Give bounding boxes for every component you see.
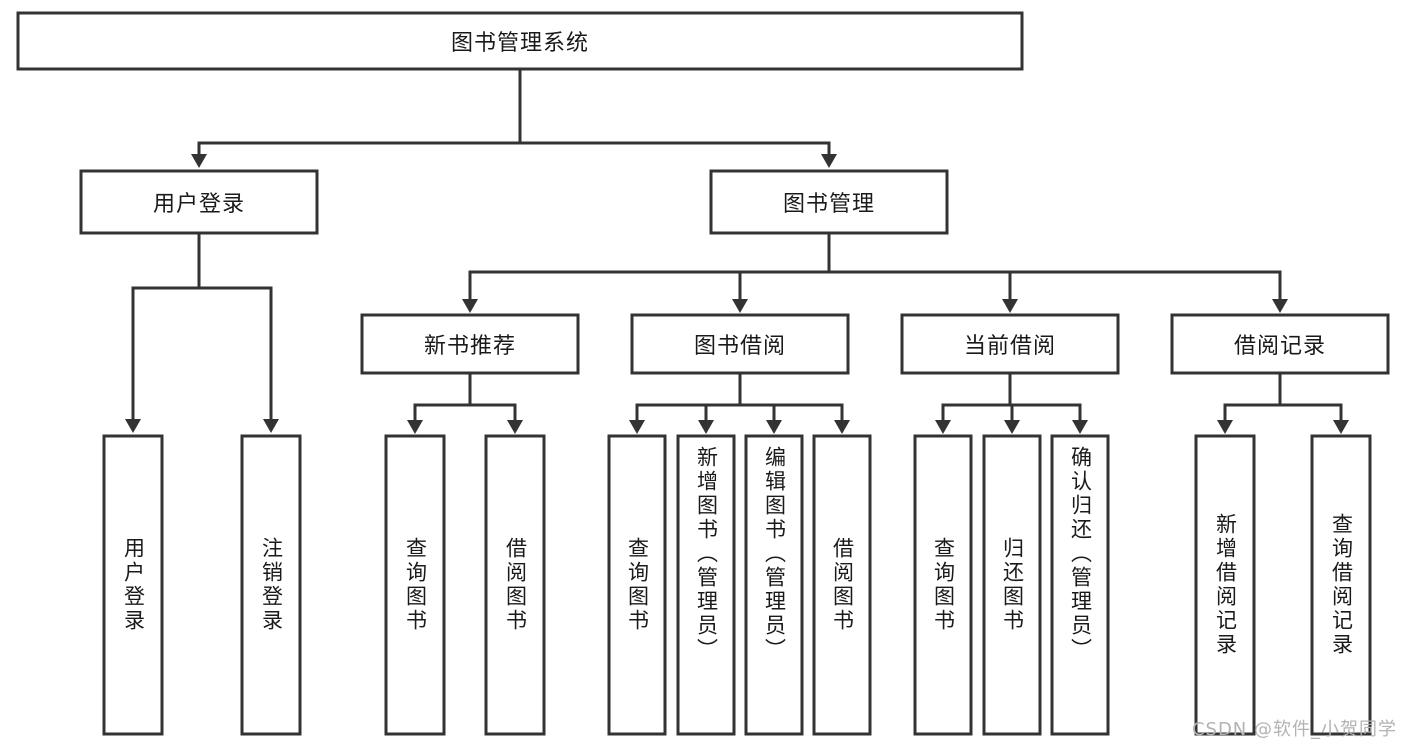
leaf-label-borrow-0: 查询图书: [625, 537, 650, 633]
leaf-label-records-1: 查询借阅记录: [1329, 513, 1354, 657]
label-current-borrow: 当前借阅: [963, 334, 1056, 359]
box-root[interactable]: [16, 11, 1024, 71]
label-book-borrow: 图书借阅: [693, 334, 786, 359]
leaf-label-user-login-1: 注销登录: [259, 537, 284, 633]
leaf-label-current-1: 归还图书: [1000, 537, 1025, 633]
label-borrow-records: 借阅记录: [1233, 334, 1326, 359]
label-book-management: 图书管理: [782, 192, 875, 217]
leaf-box-borrow-3[interactable]: [812, 434, 872, 736]
leaf-box-current-0[interactable]: [913, 434, 973, 736]
leaf-box-current-1[interactable]: [982, 434, 1042, 736]
label-root: 图书管理系统: [450, 31, 589, 56]
leaf-box-current-2[interactable]: [1050, 434, 1110, 736]
leaf-label-borrow-3: 借阅图书: [830, 537, 855, 633]
label-user-login: 用户登录: [152, 192, 245, 217]
leaf-box-user-login-0[interactable]: [102, 434, 164, 736]
leaf-box-borrow-1[interactable]: [676, 434, 736, 736]
leaf-box-new-book-1[interactable]: [484, 434, 546, 736]
leaf-box-borrow-0[interactable]: [607, 434, 667, 736]
leaf-label-current-2: 确认归还（管理员）: [1068, 446, 1093, 662]
leaf-label-new-book-1: 借阅图书: [503, 537, 528, 633]
leaf-box-records-0[interactable]: [1194, 434, 1256, 736]
leaf-label-borrow-2: 编辑图书（管理员）: [762, 446, 787, 662]
leaf-label-borrow-1: 新增图书（管理员）: [694, 446, 719, 662]
box-current-borrow[interactable]: [900, 313, 1120, 375]
leaf-box-records-1[interactable]: [1310, 434, 1372, 736]
label-new-book-recommend: 新书推荐: [423, 334, 516, 359]
leaf-label-current-0: 查询图书: [931, 537, 956, 633]
leaf-label-new-book-0: 查询图书: [403, 537, 428, 633]
leaf-label-user-login-0: 用户登录: [121, 537, 146, 633]
leaf-box-user-login-1[interactable]: [240, 434, 302, 736]
leaf-box-new-book-0[interactable]: [384, 434, 446, 736]
leaf-label-records-0: 新增借阅记录: [1213, 513, 1238, 657]
box-user-login[interactable]: [79, 169, 319, 235]
box-new-book-recommend[interactable]: [360, 313, 580, 375]
leaf-box-borrow-2[interactable]: [744, 434, 804, 736]
